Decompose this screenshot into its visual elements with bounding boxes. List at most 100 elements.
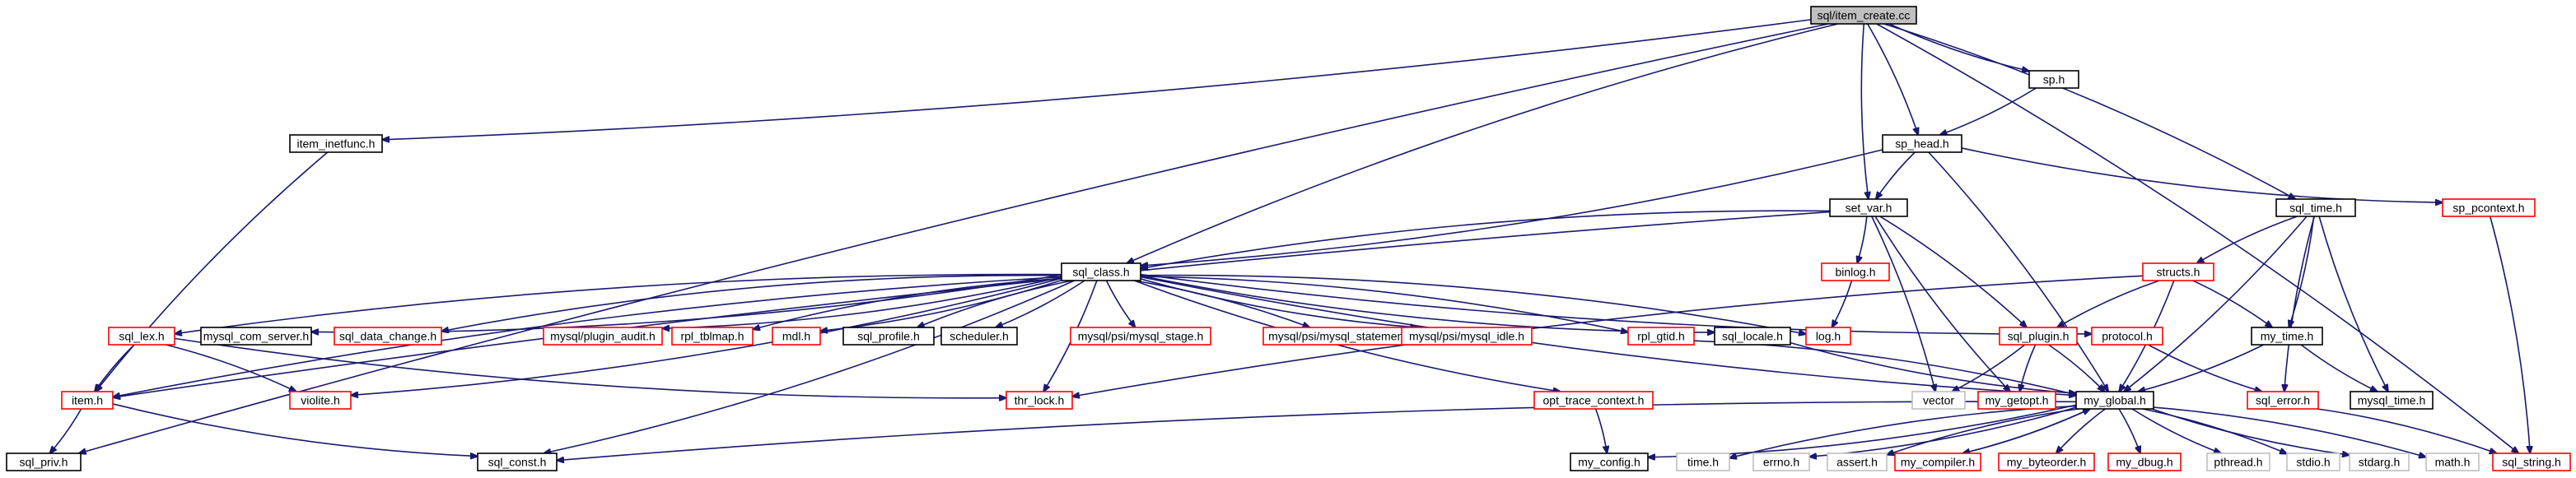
node-scheduler[interactable]: scheduler.h (940, 327, 1018, 346)
edge-my_global-to-sql_const (557, 401, 2077, 461)
node-structs[interactable]: structs.h (2142, 262, 2214, 281)
edge-sql_time-to-structs (2196, 216, 2298, 263)
node-box-my_getopt (1977, 391, 2056, 410)
edge-item-to-sql_priv (49, 408, 82, 453)
edge-sql_lex-to-item (95, 344, 135, 392)
edge-my_global-to-my_config (1648, 404, 2077, 457)
node-box-structs (2142, 262, 2214, 281)
node-box-math (2425, 452, 2480, 471)
node-box-sql_const (477, 452, 558, 471)
node-my_time[interactable]: my_time.h (2251, 327, 2323, 346)
node-opt_trace_context[interactable]: opt_trace_context.h (1533, 391, 1654, 410)
edge-my_global-to-assert (1887, 408, 2079, 455)
node-pthread[interactable]: pthread.h (2206, 452, 2270, 471)
edge-opt_trace_context-to-my_config (1594, 408, 1608, 453)
node-stdarg[interactable]: stdarg.h (2349, 452, 2410, 471)
node-psi_idle[interactable]: mysql/psi/mysql_idle.h (1401, 327, 1533, 346)
node-protocol[interactable]: protocol.h (2091, 327, 2163, 346)
node-my_config[interactable]: my_config.h (1570, 452, 1649, 471)
node-sql_lex[interactable]: sql_lex.h (108, 327, 175, 346)
node-mysql_plugin_audit[interactable]: mysql/plugin_audit.h (543, 327, 663, 346)
node-box-item (61, 391, 114, 410)
edge-item_create-to-sql_class (1127, 23, 1839, 263)
node-sql_priv[interactable]: sql_priv.h (6, 452, 82, 471)
node-sp[interactable]: sp.h (2028, 70, 2079, 89)
node-set_var[interactable]: set_var.h (1829, 198, 1908, 217)
node-box-sql_locale (1714, 327, 1791, 346)
node-item[interactable]: item.h (61, 391, 114, 410)
node-my_byteorder[interactable]: my_byteorder.h (1998, 452, 2095, 471)
node-mysql_com_server[interactable]: mysql_com_server.h (200, 327, 312, 346)
node-sql_locale[interactable]: sql_locale.h (1714, 327, 1791, 346)
edge-sql_time-to-my_global (2124, 216, 2308, 392)
node-stdio[interactable]: stdio.h (2286, 452, 2340, 471)
node-sp_pcontext[interactable]: sp_pcontext.h (2442, 198, 2536, 217)
edge-sql_class-to-opt_trace_context (1133, 280, 1561, 392)
node-errno[interactable]: errno.h (1752, 452, 1810, 471)
edge-sql_class-to-sql_const (544, 280, 1076, 453)
edge-sql_time-to-sql_error (2284, 216, 2315, 392)
node-label-item_create: sql/item_create.cc (1818, 9, 1911, 22)
edge-set_var-to-binlog (1857, 216, 1868, 263)
node-sql_const[interactable]: sql_const.h (477, 452, 558, 471)
node-vector[interactable]: vector (1911, 391, 1966, 410)
node-sp_head[interactable]: sp_head.h (1882, 134, 1962, 153)
node-rpl_tblmap[interactable]: rpl_tblmap.h (671, 327, 754, 346)
node-binlog[interactable]: binlog.h (1821, 262, 1890, 281)
node-mdl[interactable]: mdl.h (772, 327, 821, 346)
node-label-rpl_tblmap: rpl_tblmap.h (680, 330, 744, 343)
node-math[interactable]: math.h (2425, 452, 2480, 471)
node-label-sql_priv: sql_priv.h (20, 456, 68, 469)
node-my_compiler[interactable]: my_compiler.h (1894, 452, 1981, 471)
node-time[interactable]: time.h (1676, 452, 1730, 471)
node-my_global[interactable]: my_global.h (2075, 391, 2154, 410)
edge-sql_class-to-rpl_tblmap (753, 277, 1062, 329)
node-label-sp_head: sp_head.h (1895, 137, 1948, 151)
edge-set_var-to-sql_class (1141, 210, 1831, 268)
node-my_getopt[interactable]: my_getopt.h (1977, 391, 2056, 410)
edge-sql_lex-to-thr_lock (174, 337, 1006, 397)
node-box-vector (1911, 391, 1966, 410)
node-sql_data_change[interactable]: sql_data_change.h (334, 327, 442, 346)
edge-sql_class-to-my_global (1140, 276, 2076, 396)
node-my_dbug[interactable]: my_dbug.h (2107, 452, 2182, 471)
node-box-sql_plugin (1999, 327, 2078, 346)
node-thr_lock[interactable]: thr_lock.h (1006, 391, 1073, 410)
node-log[interactable]: log.h (1805, 327, 1851, 346)
edge-sp_head-to-my_global (1928, 151, 2108, 392)
node-box-sql_data_change (334, 327, 442, 346)
node-label-mdl: mdl.h (782, 330, 810, 343)
edge-sql_locale-to-my_global (1790, 341, 2076, 394)
node-sql_profile[interactable]: sql_profile.h (842, 327, 935, 346)
node-sql_error[interactable]: sql_error.h (2247, 391, 2319, 410)
node-box-item_create (1810, 6, 1917, 25)
edge-protocol-to-sql_error (2148, 344, 2261, 392)
node-box-sql_string (2492, 452, 2571, 471)
node-item_create[interactable]: sql/item_create.cc (1810, 6, 1917, 25)
node-sql_time[interactable]: sql_time.h (2275, 198, 2356, 217)
node-box-sp (2028, 70, 2079, 89)
node-box-sql_time (2275, 198, 2356, 217)
node-sql_string[interactable]: sql_string.h (2492, 452, 2571, 471)
node-box-mysql_time (2350, 391, 2434, 410)
edge-sp_head-to-set_var (1876, 151, 1916, 199)
edge-sp_head-to-sql_class (1141, 149, 1883, 266)
node-sql_class[interactable]: sql_class.h (1061, 262, 1141, 281)
node-psi_statement[interactable]: mysql/psi/mysql_statement.h (1262, 327, 1422, 346)
node-rpl_gtid[interactable]: rpl_gtid.h (1627, 327, 1695, 346)
node-psi_stage[interactable]: mysql/psi/mysql_stage.h (1070, 327, 1211, 346)
edge-my_global-to-math (2153, 406, 2426, 457)
node-box-time (1676, 452, 1730, 471)
node-box-sp_head (1882, 134, 1962, 153)
edge-sql_class-to-psi_idle (1140, 278, 1417, 327)
node-sql_plugin[interactable]: sql_plugin.h (1999, 327, 2078, 346)
node-box-psi_stage (1070, 327, 1211, 346)
edge-my_time-to-my_global (2138, 344, 2265, 392)
node-assert[interactable]: assert.h (1827, 452, 1888, 471)
node-item_inetfunc[interactable]: item_inetfunc.h (289, 134, 383, 153)
node-violite[interactable]: violite.h (289, 391, 352, 410)
edge-item_create-to-sp_head (1867, 23, 1918, 135)
node-label-sp: sp.h (2043, 73, 2065, 86)
node-mysql_time[interactable]: mysql_time.h (2350, 391, 2434, 410)
node-box-protocol (2091, 327, 2163, 346)
